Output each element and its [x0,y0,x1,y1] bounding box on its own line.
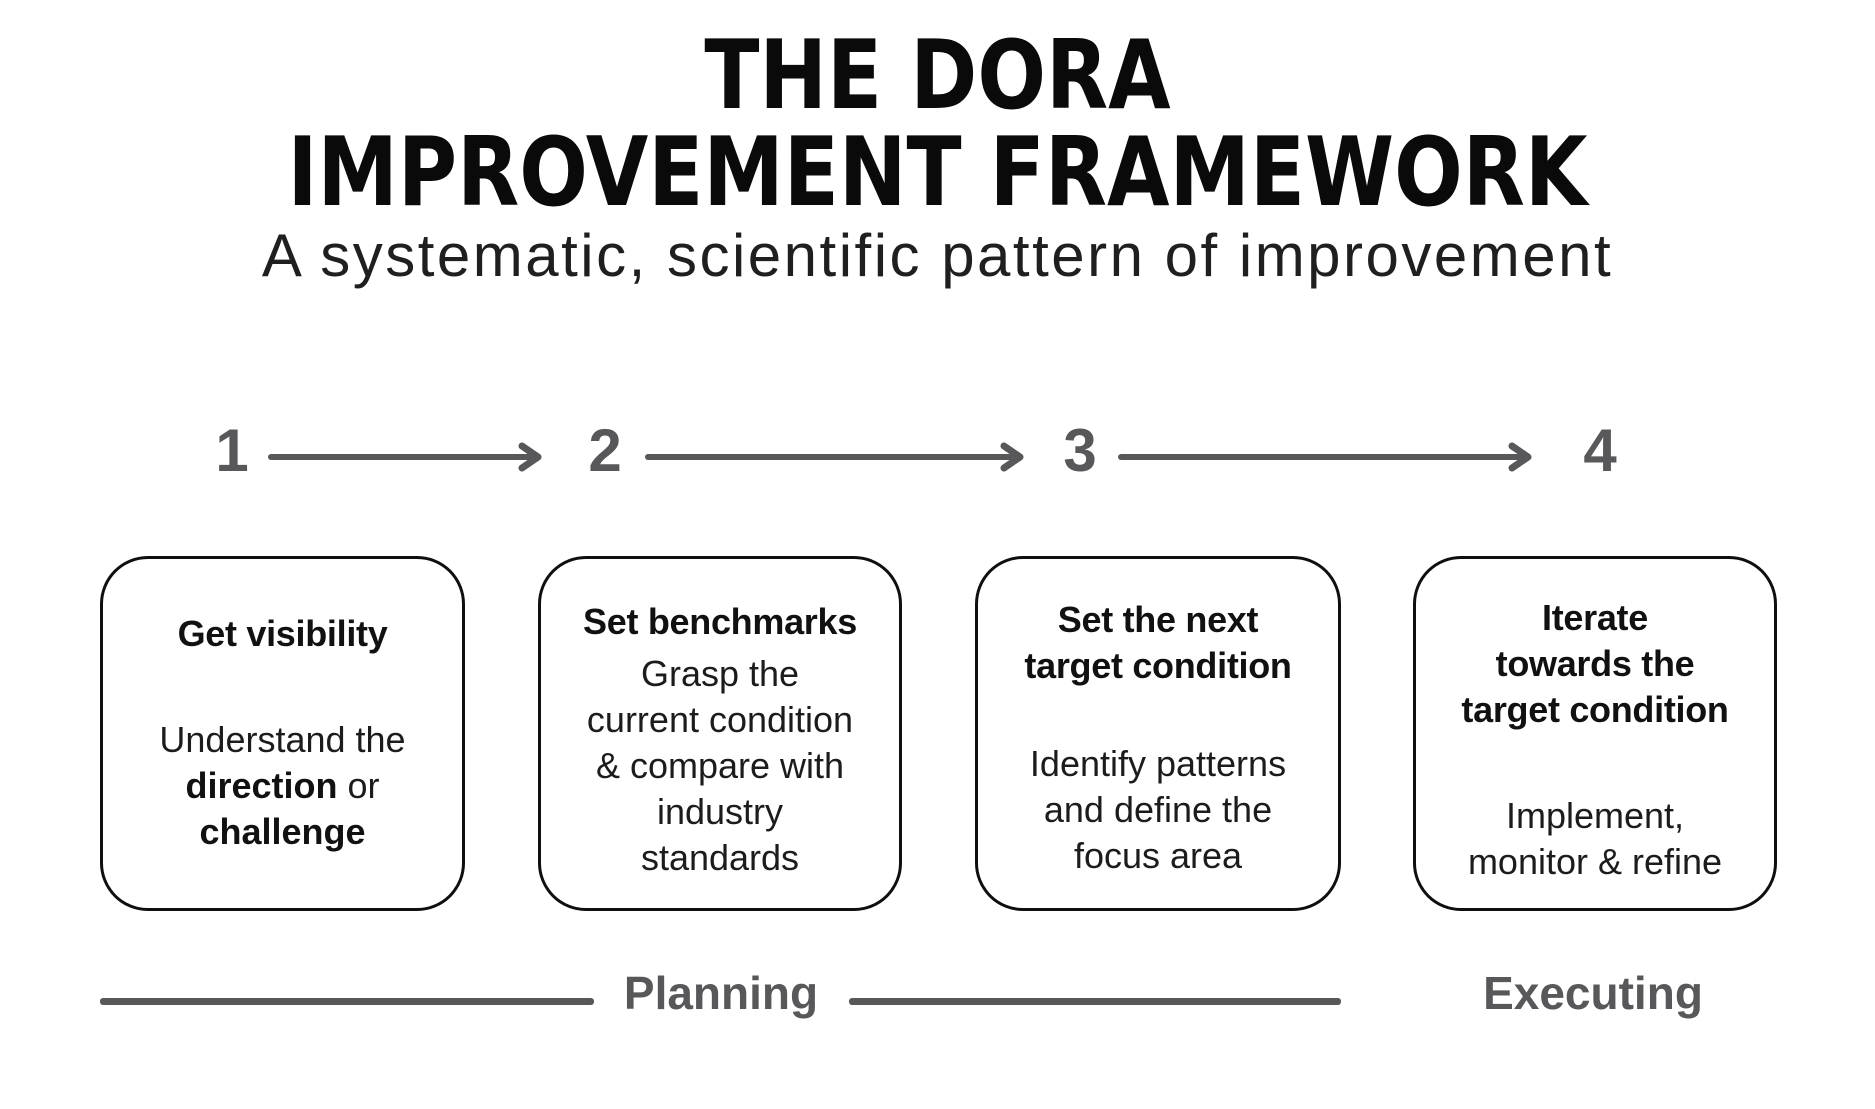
step-number-1: 1 [215,417,249,484]
step-1-body-segment-bold: direction [185,765,338,806]
step-card-set-next-target-condition: Set the next target condition Identify p… [975,556,1341,911]
page-title: THE DORA IMPROVEMENT FRAMEWORK [141,28,1735,222]
step-card-iterate-towards-target: Iterate towards the target condition Imp… [1413,556,1777,911]
phase-label-planning: Planning [623,967,819,1019]
step-card-get-visibility: Get visibility Understand the direction … [100,556,465,911]
planning-bracket-line-left [100,998,594,1005]
step-card-set-benchmarks: Set benchmarks Grasp the current conditi… [538,556,902,911]
page-title-line-2: IMPROVEMENT FRAMEWORK [287,118,1588,228]
step-2-body: Grasp the current condition & compare wi… [586,653,854,878]
step-1-heading: Get visibility [177,613,388,654]
step-3-body: Identify patterns and define the focus a… [1029,743,1287,876]
step-number-4: 4 [1583,417,1617,484]
step-3-heading: Set the next target condition [1024,599,1292,686]
arrow-right-icon-3 [1118,442,1532,472]
subtitle: A systematic, scientific pattern of impr… [261,222,1614,289]
page-title-line-1: THE DORA [704,21,1171,131]
step-1-body: Understand the direction or challenge [123,717,442,855]
step-number-2: 2 [588,417,622,484]
phase-label-executing: Executing [1483,967,1703,1019]
step-2-heading: Set benchmarks [583,601,857,642]
step-4-heading: Iterate towards the target condition [1461,597,1729,730]
step-1-body-segment-bold: challenge [199,811,366,852]
step-1-body-segment: or [347,765,380,806]
planning-bracket-line-right [849,998,1341,1005]
arrow-right-icon-2 [645,442,1024,472]
step-number-3: 3 [1063,417,1097,484]
step-1-body-segment: Understand the [159,719,406,760]
step-4-body: Implement, monitor & refine [1467,795,1723,882]
arrow-right-icon-1 [268,442,542,472]
